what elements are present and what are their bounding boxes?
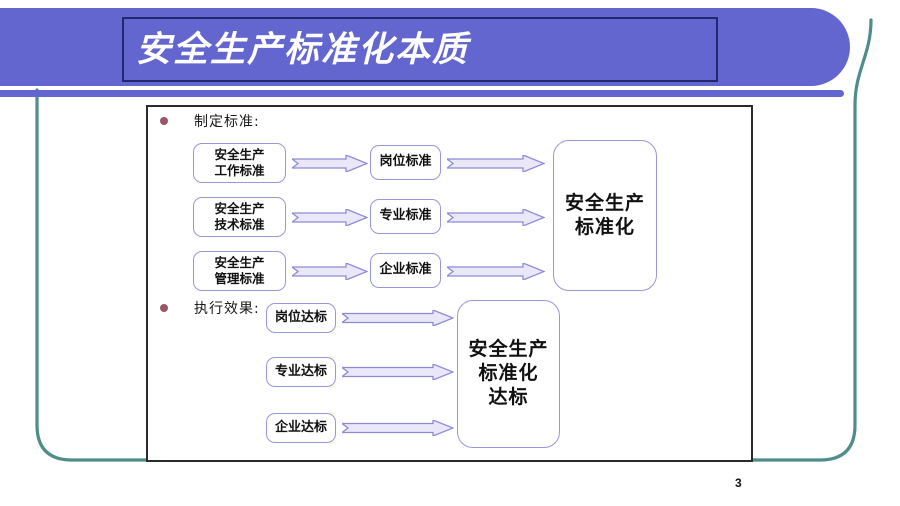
flow-box-management-standard[interactable]: 安全生产 管理标准 [193, 251, 286, 291]
flow-box-work-standard-line2: 工作标准 [214, 163, 265, 178]
block-arrow-right-icon-1 [292, 155, 368, 172]
flow-box-professional-standard-label: 专业标准 [379, 208, 432, 224]
flow-box-professional-compliance-label: 专业达标 [274, 363, 327, 379]
result-box-compliance-line1: 安全生产 [468, 338, 549, 361]
flow-box-post-standard-label: 岗位标准 [379, 154, 432, 170]
block-arrow-right-icon-8 [342, 364, 454, 380]
flow-box-enterprise-standard[interactable]: 企业标准 [370, 253, 441, 288]
header-banner [0, 8, 850, 86]
bullet-row-execution-effect: 执行效果: [160, 297, 260, 319]
flow-box-post-compliance[interactable]: 岗位达标 [266, 303, 336, 333]
flow-box-technical-standard-line1: 安全生产 [214, 201, 265, 217]
header-banner-underline [0, 90, 844, 97]
bullet-row-make-standards: 制定标准: [160, 110, 260, 132]
flow-box-technical-standard-line2: 技术标准 [214, 217, 265, 232]
flow-box-post-standard[interactable]: 岗位标准 [370, 145, 441, 180]
flow-box-work-standard-line1: 安全生产 [214, 147, 265, 163]
block-arrow-right-icon-7 [342, 310, 454, 326]
result-box-standardization[interactable]: 安全生产 标准化 [553, 140, 657, 291]
flow-box-work-standard[interactable]: 安全生产 工作标准 [193, 143, 286, 183]
flow-box-technical-standard[interactable]: 安全生产 技术标准 [193, 197, 286, 237]
block-arrow-right-icon-6 [447, 263, 545, 280]
title-frame [122, 17, 718, 82]
bullet-label-make-standards: 制定标准: [194, 114, 260, 130]
page-title: 安全生产标准化本质 [136, 30, 470, 70]
result-box-standardization-line1: 安全生产 [564, 191, 645, 214]
bullet-dot-icon [160, 117, 168, 125]
flow-box-post-compliance-label: 岗位达标 [274, 309, 327, 325]
flow-box-enterprise-standard-label: 企业标准 [379, 262, 432, 278]
result-box-standardization-compliance[interactable]: 安全生产 标准化 达标 [457, 300, 560, 448]
result-box-standardization-line2: 标准化 [574, 215, 635, 238]
flow-box-professional-compliance[interactable]: 专业达标 [266, 357, 336, 387]
page-number: 3 [735, 476, 742, 490]
flow-box-professional-standard[interactable]: 专业标准 [370, 199, 441, 234]
bullet-dot-icon-2 [160, 304, 168, 312]
result-box-compliance-line3: 达标 [488, 385, 529, 408]
block-arrow-right-icon-9 [342, 420, 454, 436]
bullet-label-execution-effect: 执行效果: [194, 301, 260, 317]
flow-box-enterprise-compliance-label: 企业达标 [274, 419, 327, 435]
block-arrow-right-icon-5 [292, 263, 368, 280]
block-arrow-right-icon-3 [292, 209, 368, 226]
block-arrow-right-icon-4 [447, 209, 545, 226]
flow-box-management-standard-line2: 管理标准 [214, 271, 265, 286]
flow-box-enterprise-compliance[interactable]: 企业达标 [266, 413, 336, 443]
block-arrow-right-icon-2 [447, 155, 545, 172]
flow-box-management-standard-line1: 安全生产 [214, 255, 265, 271]
result-box-compliance-line2: 标准化 [478, 362, 539, 385]
